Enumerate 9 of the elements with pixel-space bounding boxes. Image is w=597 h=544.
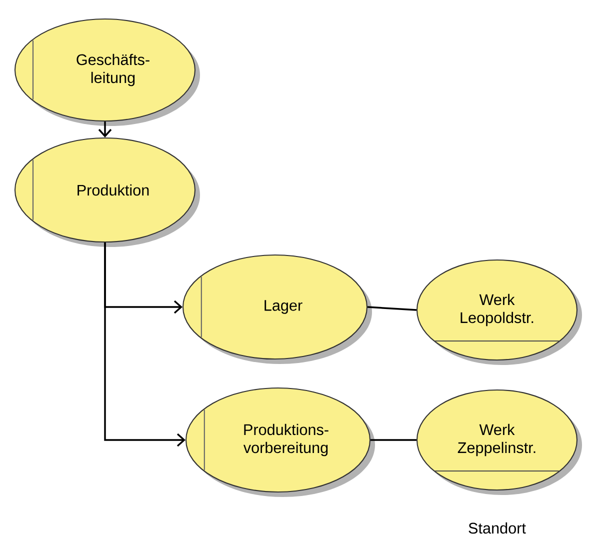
- ellipse-node: Lager: [182, 254, 372, 364]
- ellipse-node: Werk Zeppelinstr.: [416, 389, 582, 495]
- ellipse-node: Produktions- vorbereitung: [185, 387, 375, 497]
- ellipse-node: Geschäfts- leitung: [14, 18, 200, 126]
- arrow: [98, 122, 112, 138]
- ellipse-node: Werk Leopoldstr.: [416, 259, 582, 365]
- ellipse-node: Produktion: [14, 137, 200, 247]
- label-text: Standort: [468, 522, 526, 534]
- arrow: [104, 242, 186, 447]
